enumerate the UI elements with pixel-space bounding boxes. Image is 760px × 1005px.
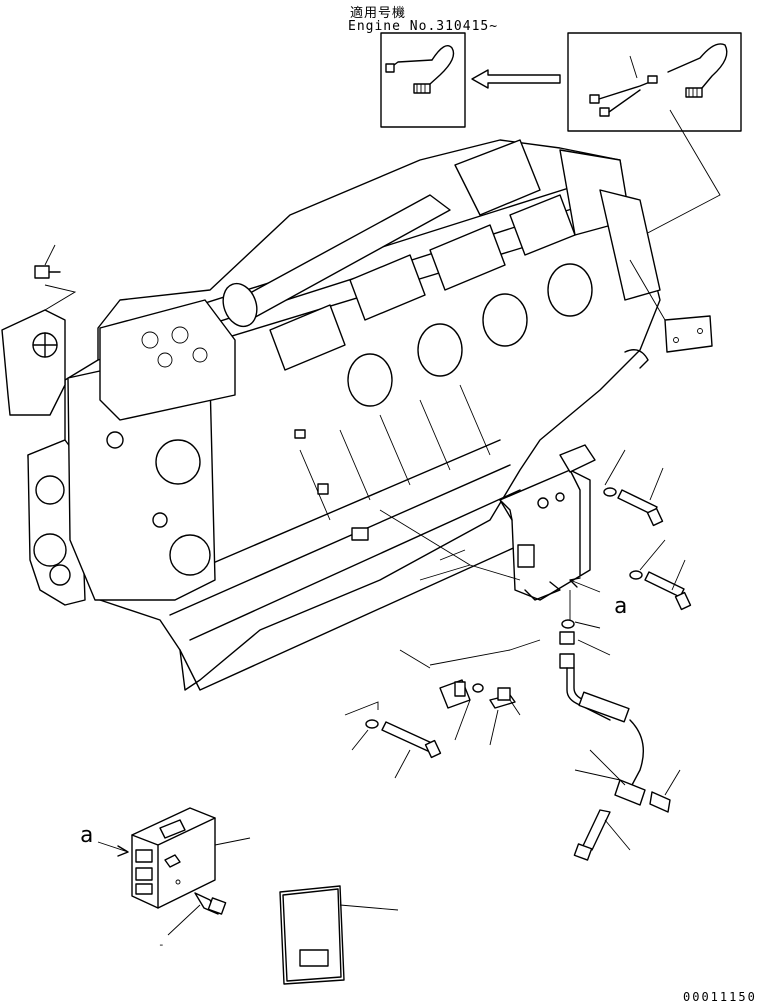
figure-number: 00011150 — [683, 990, 757, 1004]
dash-mark: - — [158, 938, 165, 951]
ecu-reference-arrow — [97, 841, 129, 857]
bracket-reference-arrow — [569, 577, 601, 593]
long-bolt — [573, 809, 631, 861]
instruction-booklet — [279, 885, 399, 985]
applicable-serial-label: 適用号機 — [350, 6, 407, 21]
speed-sensor-assembly — [399, 639, 541, 746]
rear-cover-plate — [624, 259, 713, 369]
ecu-bracket — [499, 444, 596, 601]
inset-old-harness — [567, 32, 742, 259]
ecu-controller — [131, 807, 251, 909]
engine-block — [27, 139, 661, 691]
left-sensor-assembly — [1, 244, 77, 416]
sensor-pipe-assembly — [559, 590, 681, 813]
block-leader-lines — [379, 509, 521, 581]
replacement-arrow — [471, 69, 561, 89]
ref-letter-a-bracket: a — [614, 594, 627, 619]
inset-new-harness — [380, 32, 466, 128]
lower-bolt-washer — [344, 701, 442, 779]
engine-number-range: Engine No.310415~ — [348, 19, 499, 34]
ecu-bolt — [167, 892, 227, 936]
bracket-bolts — [603, 449, 692, 611]
ref-letter-a-ecu: a — [80, 823, 93, 848]
